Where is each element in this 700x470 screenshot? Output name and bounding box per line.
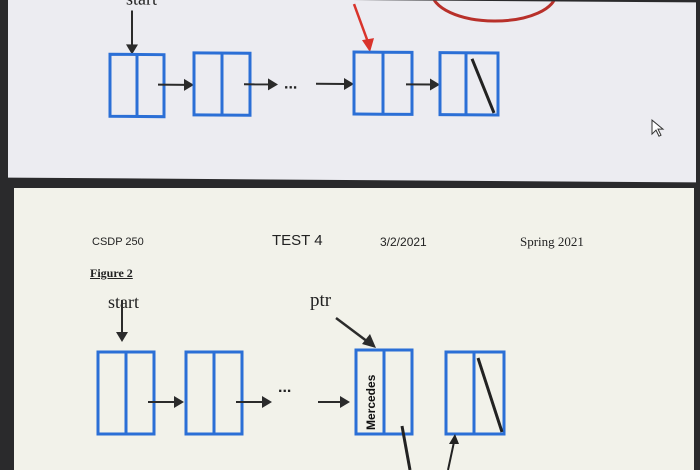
link-arrow-3-head (340, 396, 350, 408)
node-data-text: Mercedes (364, 374, 378, 430)
ellipsis: ... (284, 76, 297, 93)
header-term: Spring 2021 (520, 234, 584, 249)
link-arrow-4-head (430, 78, 440, 91)
ellipsis: ... (278, 379, 291, 396)
figure-label: Figure 2 (90, 266, 133, 280)
header-date: 3/2/2021 (380, 235, 427, 249)
header-course: CSDP 250 (92, 236, 144, 248)
link-arrow-1-head (174, 396, 184, 408)
null-slash (476, 357, 504, 433)
figure-2-linked-list-diagram: start ... ptr Mercedes (96, 290, 506, 470)
link-arrow-1-head (184, 78, 194, 91)
start-label: start (126, 0, 157, 9)
handwritten-arrow-head (449, 434, 459, 444)
list-node-4-null (438, 51, 500, 117)
start-label: start (108, 292, 139, 312)
link-arrow-2-head (262, 396, 272, 408)
link-arrow-3-head (344, 77, 354, 90)
link-arrow-2-head (268, 78, 278, 91)
ptr-arrow (335, 317, 369, 343)
bottom-slide: CSDP 250 TEST 4 3/2/2021 Spring 2021 Fig… (14, 188, 694, 470)
top-linked-list-diagram: start ... (108, 0, 665, 137)
ptr-arrow-head (362, 334, 376, 348)
top-slide: start ... (8, 0, 696, 183)
cursor-icon (651, 119, 665, 137)
ptr-arrow (352, 3, 370, 43)
handwritten-stroke-1 (400, 425, 412, 470)
ptr-label: ptr (310, 290, 332, 311)
handwritten-arrow (447, 441, 455, 470)
header-test: TEST 4 (272, 232, 323, 249)
start-arrow-head (126, 44, 138, 55)
null-slash (470, 58, 496, 114)
ptr-arrow-head (362, 38, 374, 53)
circle-annotation (430, 0, 558, 23)
start-arrow-head (116, 332, 128, 342)
